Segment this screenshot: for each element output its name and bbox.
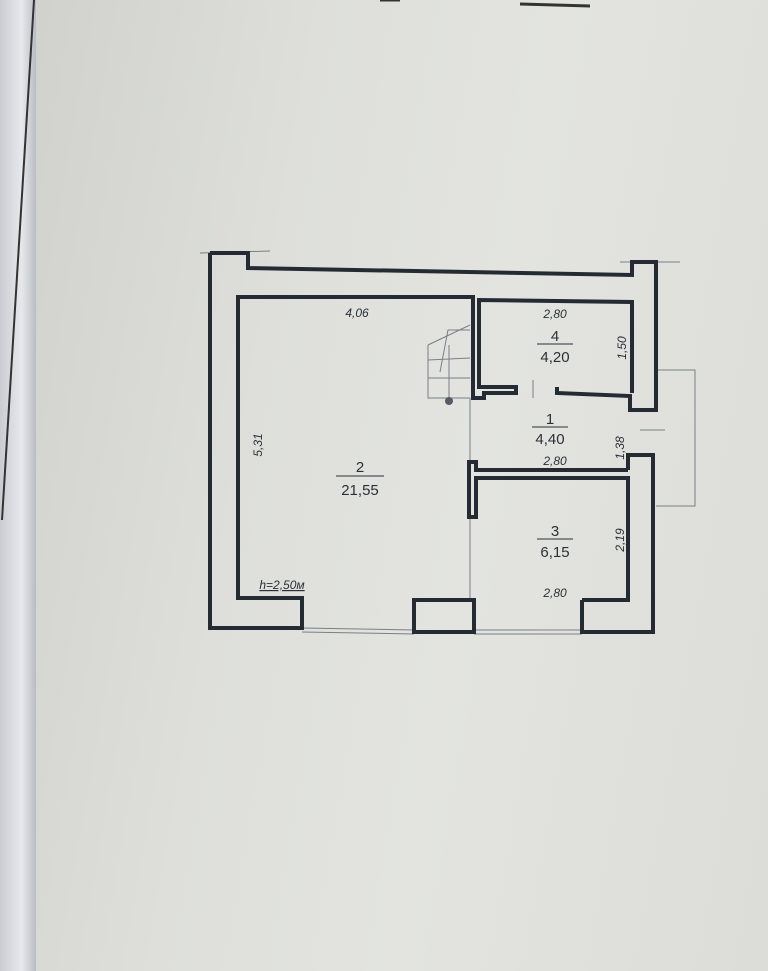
page-binding-edge (0, 0, 36, 971)
room4-area: 4,20 (540, 349, 569, 366)
room2-depth: 5,31 (251, 433, 265, 456)
room1-area: 4,40 (535, 431, 564, 448)
room2-number: 2 (356, 459, 364, 476)
staircase (427, 324, 471, 405)
room3-depth: 2,19 (613, 528, 627, 553)
page-edge-line (1, 0, 35, 521)
room3-number: 3 (551, 523, 559, 540)
ceiling-height: h=2,50м (259, 578, 304, 592)
room2-width: 4,06 (345, 306, 369, 320)
room4-number: 4 (551, 328, 559, 345)
room1-number: 1 (546, 411, 554, 428)
room1-depth: 1,38 (613, 436, 627, 460)
room4-width: 2,80 (542, 307, 567, 321)
room4-depth: 1,50 (615, 336, 629, 360)
room1-width: 2,80 (542, 454, 567, 468)
room2-area: 21,55 (341, 482, 379, 499)
room3-area: 6,15 (540, 544, 569, 561)
room3-width: 2,80 (542, 586, 567, 600)
cropped-top-marks (380, 0, 591, 8)
walls (208, 251, 658, 634)
